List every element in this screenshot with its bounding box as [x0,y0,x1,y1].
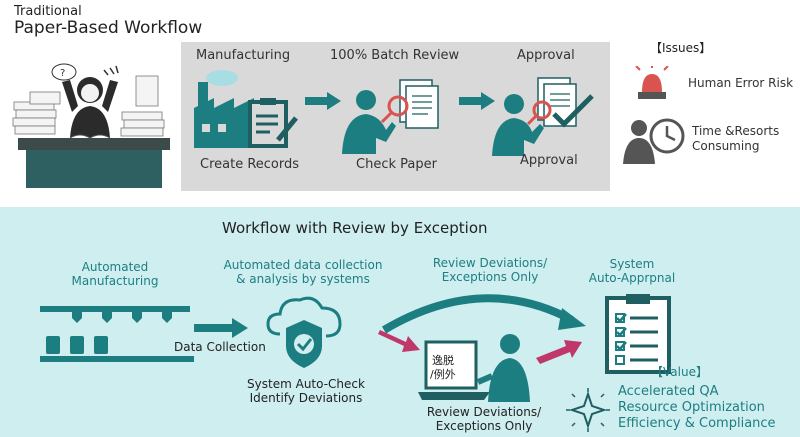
value-line1: Accelerated QA [618,384,719,399]
value-line3: Efficiency & Compliance [618,416,776,431]
issue-human-error: Human Error Risk [688,76,794,90]
curved-arrow-icon [382,294,586,334]
automated-label-line1: Automated [81,260,149,274]
production-line-icon [40,306,194,362]
deviations-bottom-line2: Exceptions Only [435,419,533,433]
value-line2: Resource Optimization [618,400,765,415]
deviations-top-line1: Review Deviations/ [432,256,548,270]
deviations-top-line2: Exceptions Only [441,270,539,284]
reviewer-magnifier-icon [342,79,439,154]
autocheck-line2: Identify Deviations [249,391,363,405]
automated-label-line2: Manufacturing [71,274,159,288]
deviations-bottom-line1: Review Deviations/ [426,405,542,419]
value-heading: 【Value】 [651,365,708,379]
cloud-check-icon [266,296,342,368]
arrow-right-icon [305,92,341,110]
auto-approval-line1: System [609,257,655,271]
laptop-reviewer-icon [418,334,530,402]
pink-arrow-icon [378,330,420,352]
screen-text-line2: /例外 [430,368,456,381]
approval-bottom-label: Approval [520,153,578,168]
step-manufacturing-label: Manufacturing [196,48,291,63]
auto-approval-line2: Auto-Apprpnal [588,271,676,285]
header-traditional: Traditional [14,4,82,19]
factory-icon [194,70,298,148]
header-title: Paper-Based Workflow [14,18,203,38]
approver-icon [492,77,594,156]
step-batch-review-label: 100% Batch Review [330,48,460,63]
data-collection-label: Data Collection [174,340,266,354]
step-approval-label: Approval [517,48,575,63]
autocheck-line1: System Auto-Check [247,377,365,391]
issue-time-line2: Consuming [692,139,760,153]
screen-text-line1: 逸脱 [432,354,454,367]
check-paper-label: Check Paper [356,157,437,172]
clock-person-icon [623,118,685,164]
checklist-clipboard-icon [605,294,671,374]
issue-time-line1: Time &Resorts [692,124,780,138]
rbe-title: Workflow with Review by Exception [222,219,488,237]
arrow-right-icon [194,318,248,338]
pink-arrow-icon [536,340,582,364]
collection-label-line2: & analysis by systems [236,272,370,286]
alarm-light-icon [635,66,669,99]
arrow-right-icon [459,92,495,110]
sparkle-star-icon [566,388,610,432]
create-records-label: Create Records [200,157,300,172]
svg-text:?: ? [60,68,65,79]
issues-heading: 【Issues】 [650,41,712,55]
stressed-worker-illustration: ? [12,63,170,188]
collection-label-line1: Automated data collection [223,258,383,272]
